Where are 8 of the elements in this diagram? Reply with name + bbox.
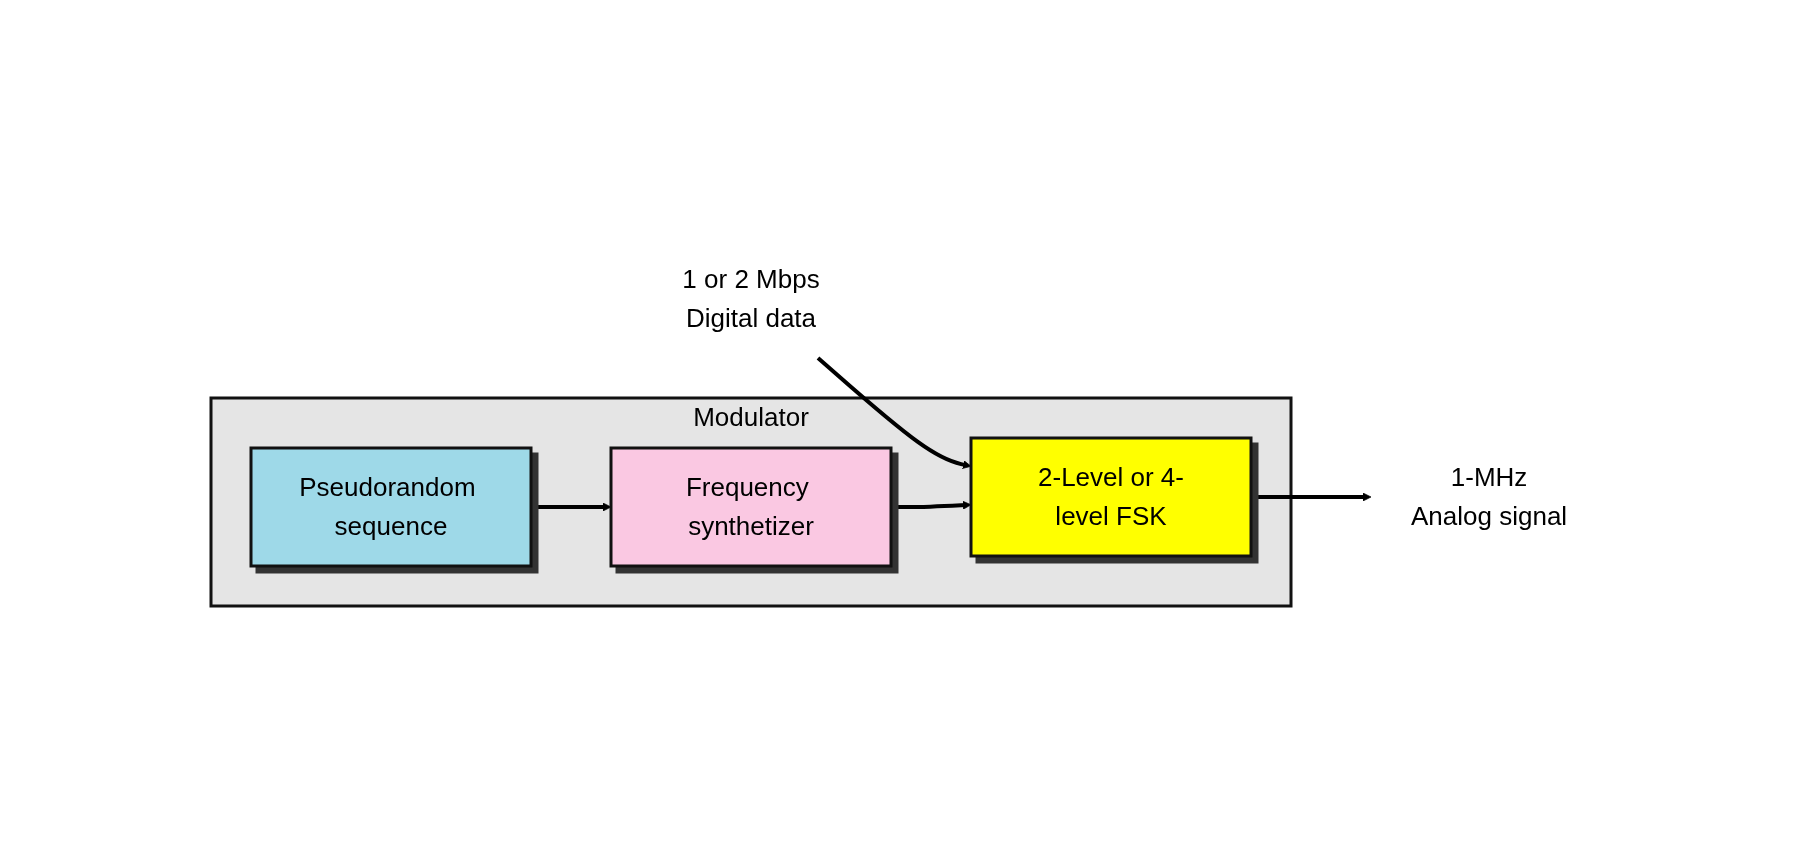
node-box: Frequency synthetizer [609, 446, 893, 568]
arrow [1250, 492, 1372, 502]
node-label: 1-MHz [1450, 462, 1528, 492]
node-text: Analog signal [1410, 501, 1568, 531]
node-box: Pseudorandom sequence [249, 446, 533, 568]
node-box: 2-Level or 4-level FSK [969, 436, 1253, 558]
node-text: Digital data [685, 303, 816, 333]
node-label: 1 or 2 Mbps [682, 264, 820, 294]
